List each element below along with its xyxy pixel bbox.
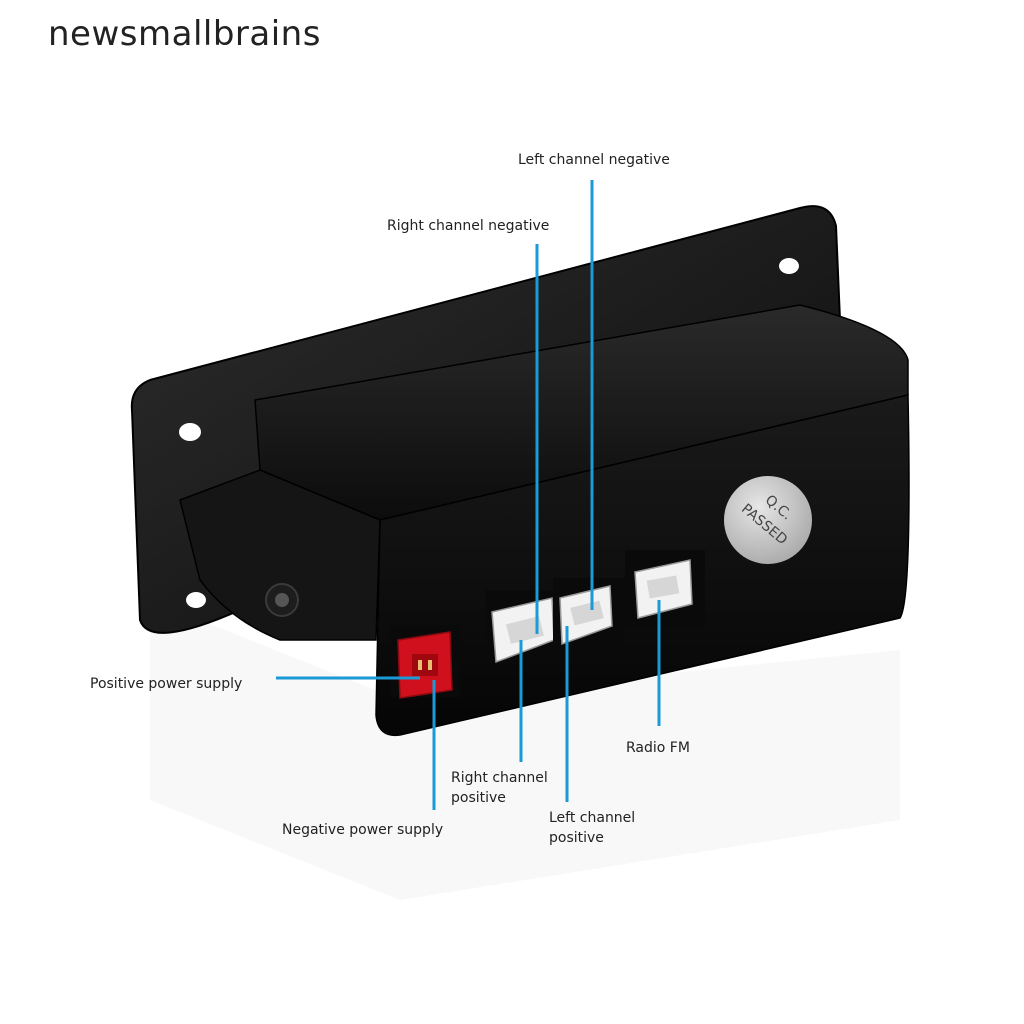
qc-passed-badge: Q.C. PASSED xyxy=(724,476,812,564)
label-left-channel-negative: Left channel negative xyxy=(518,152,670,168)
leader-lines xyxy=(276,180,661,810)
flange-hole-top-right xyxy=(779,258,799,274)
label-right-channel-positive-line2: positive xyxy=(451,790,506,806)
label-left-channel-positive-line2: positive xyxy=(549,830,604,846)
screw-icon xyxy=(275,593,289,607)
label-left-channel-positive: Left channel positive xyxy=(549,808,635,848)
box-left-side xyxy=(179,469,381,641)
label-radio-fm: Radio FM xyxy=(626,740,690,756)
power-connector xyxy=(390,625,460,699)
label-left-channel-positive-line1: Left channel xyxy=(549,810,636,826)
reflection-shadow xyxy=(150,600,900,900)
watermark-text: newsmallbrains xyxy=(48,14,321,54)
label-right-channel-negative: Right channel negative xyxy=(387,218,550,234)
flange-hole-bottom-left xyxy=(186,592,206,608)
label-right-channel-positive-line1: Right channel xyxy=(451,770,548,786)
flange-hole-top-left xyxy=(179,423,201,441)
speaker-connector-left xyxy=(553,578,625,650)
label-right-channel-positive: Right channel positive xyxy=(451,768,548,808)
box-top-face xyxy=(254,304,909,521)
label-negative-power-supply: Negative power supply xyxy=(282,822,444,838)
label-positive-power-supply: Positive power supply xyxy=(90,676,243,692)
radio-fm-connector xyxy=(625,550,705,630)
